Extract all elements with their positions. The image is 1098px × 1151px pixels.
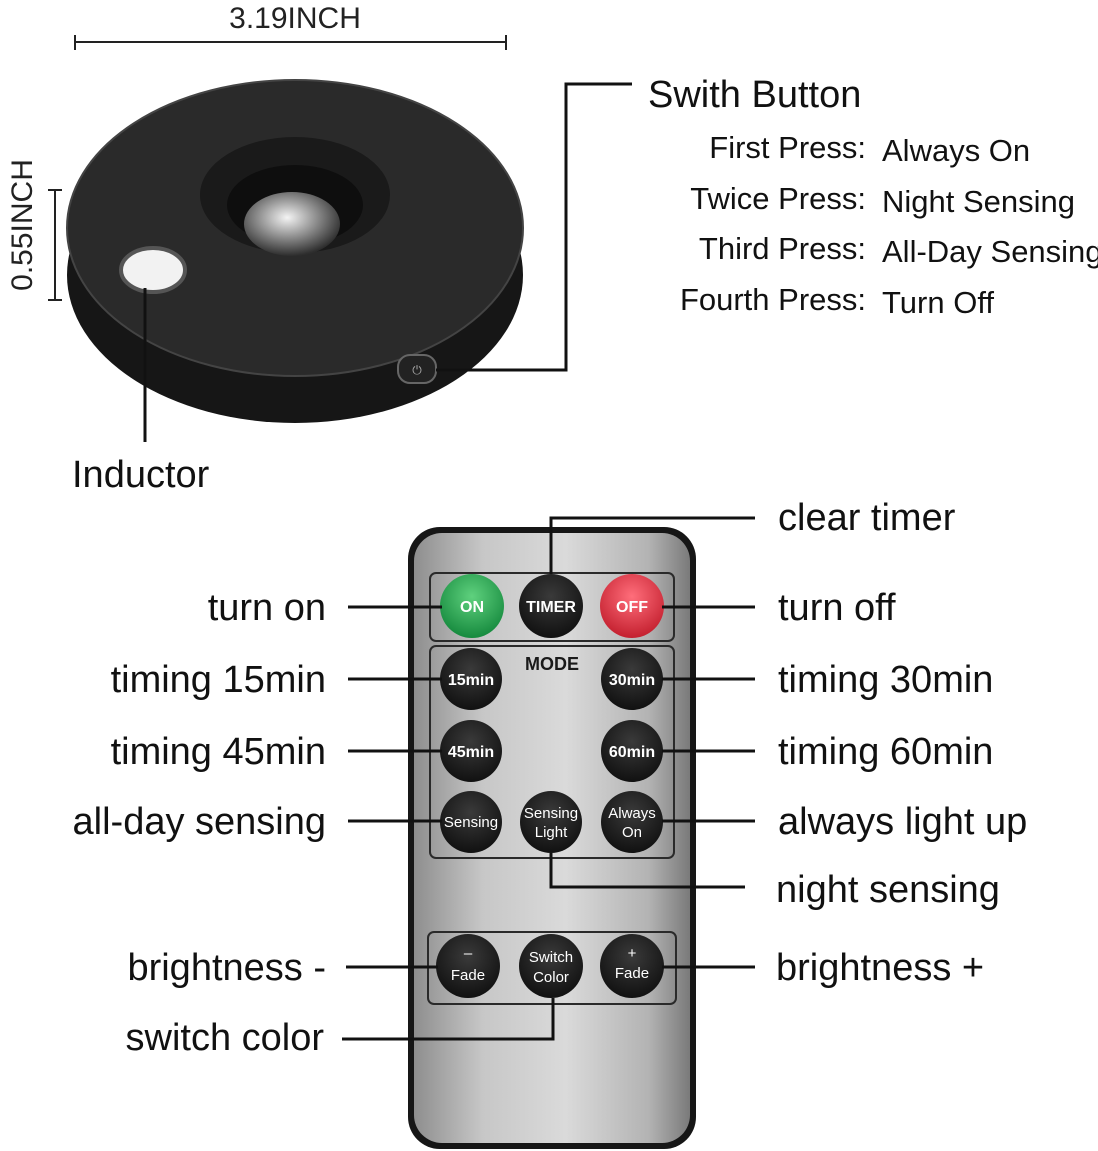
width-label: 3.19INCH: [229, 2, 361, 35]
timing-45min-button[interactable]: 45min: [440, 720, 502, 782]
timer-button[interactable]: TIMER: [519, 574, 583, 638]
height-dimension: 0.55INCH: [6, 159, 62, 301]
first-press-label: First Press:: [709, 130, 866, 165]
svg-text:Always: Always: [608, 805, 656, 822]
callout-timing-30: timing 30min: [778, 659, 993, 701]
on-button[interactable]: ON: [440, 574, 504, 638]
svg-text:Sensing: Sensing: [444, 814, 498, 831]
callout-timing-45: timing 45min: [111, 731, 326, 773]
svg-text:TIMER: TIMER: [526, 599, 576, 616]
svg-text:Fade: Fade: [451, 967, 485, 984]
svg-text:OFF: OFF: [616, 599, 648, 616]
svg-text:Switch: Switch: [529, 949, 573, 966]
callout-always-light-up: always light up: [778, 801, 1027, 843]
callout-night-sensing: night sensing: [776, 869, 1000, 911]
svg-text:Color: Color: [533, 969, 569, 986]
svg-text:On: On: [622, 824, 642, 841]
timing-15min-button[interactable]: 15min: [440, 648, 502, 710]
fourth-press-label: Fourth Press:: [680, 282, 866, 317]
twice-press-mode: Night Sensing: [882, 184, 1075, 219]
fourth-press-mode: Turn Off: [882, 285, 994, 320]
timing-30min-button[interactable]: 30min: [601, 648, 663, 710]
callout-timing-60: timing 60min: [778, 731, 993, 773]
timing-60min-button[interactable]: 60min: [601, 720, 663, 782]
led-lens: [244, 192, 340, 256]
svg-text:15min: 15min: [448, 672, 494, 689]
svg-text:Sensing: Sensing: [524, 805, 578, 822]
twice-press-label: Twice Press:: [690, 181, 866, 216]
remote-control: MODE ON TIMER OFF 15min 30min 45min: [408, 527, 696, 1149]
svg-text:30min: 30min: [609, 672, 655, 689]
brightness-minus-button[interactable]: – Fade: [436, 934, 500, 998]
all-day-sensing-button[interactable]: Sensing: [440, 791, 502, 853]
callout-clear-timer: clear timer: [778, 497, 956, 539]
remote-callouts: turn on timing 15min timing 45min all-da…: [73, 497, 1028, 1059]
callout-turn-on: turn on: [208, 587, 326, 629]
callout-all-day-sensing: all-day sensing: [73, 801, 326, 843]
svg-text:60min: 60min: [609, 744, 655, 761]
always-on-button[interactable]: Always On: [601, 791, 663, 853]
svg-text:45min: 45min: [448, 744, 494, 761]
svg-text:–: –: [464, 945, 473, 962]
callout-timing-15: timing 15min: [111, 659, 326, 701]
inductor-sensor: [119, 246, 187, 294]
switch-color-button[interactable]: Switch Color: [519, 934, 583, 998]
svg-text:Light: Light: [535, 824, 568, 841]
night-sensing-button[interactable]: Sensing Light: [520, 791, 582, 853]
svg-text:ON: ON: [460, 599, 484, 616]
callout-brightness-minus: brightness -: [127, 947, 326, 989]
callout-brightness-plus: brightness +: [776, 947, 984, 989]
inductor-callout: Inductor: [72, 288, 210, 496]
svg-text:⏻: ⏻: [412, 363, 422, 377]
off-button[interactable]: OFF: [600, 574, 664, 638]
switch-button-title: Swith Button: [648, 74, 861, 116]
third-press-label: Third Press:: [699, 231, 866, 266]
svg-text:Fade: Fade: [615, 965, 649, 982]
svg-text:+: +: [628, 945, 637, 962]
puck-light: ⏻: [66, 79, 524, 423]
third-press-mode: All-Day Sensing: [882, 234, 1098, 269]
brightness-plus-button[interactable]: + Fade: [600, 934, 664, 998]
height-label: 0.55INCH: [6, 159, 39, 291]
width-dimension: 3.19INCH: [74, 2, 507, 50]
callout-switch-color: switch color: [126, 1017, 325, 1059]
mode-label: MODE: [525, 654, 579, 674]
first-press-mode: Always On: [882, 133, 1030, 168]
switch-button-callout: Swith Button First Press: Always On Twic…: [436, 74, 1098, 372]
callout-turn-off: turn off: [778, 587, 896, 629]
inductor-label: Inductor: [72, 454, 210, 496]
